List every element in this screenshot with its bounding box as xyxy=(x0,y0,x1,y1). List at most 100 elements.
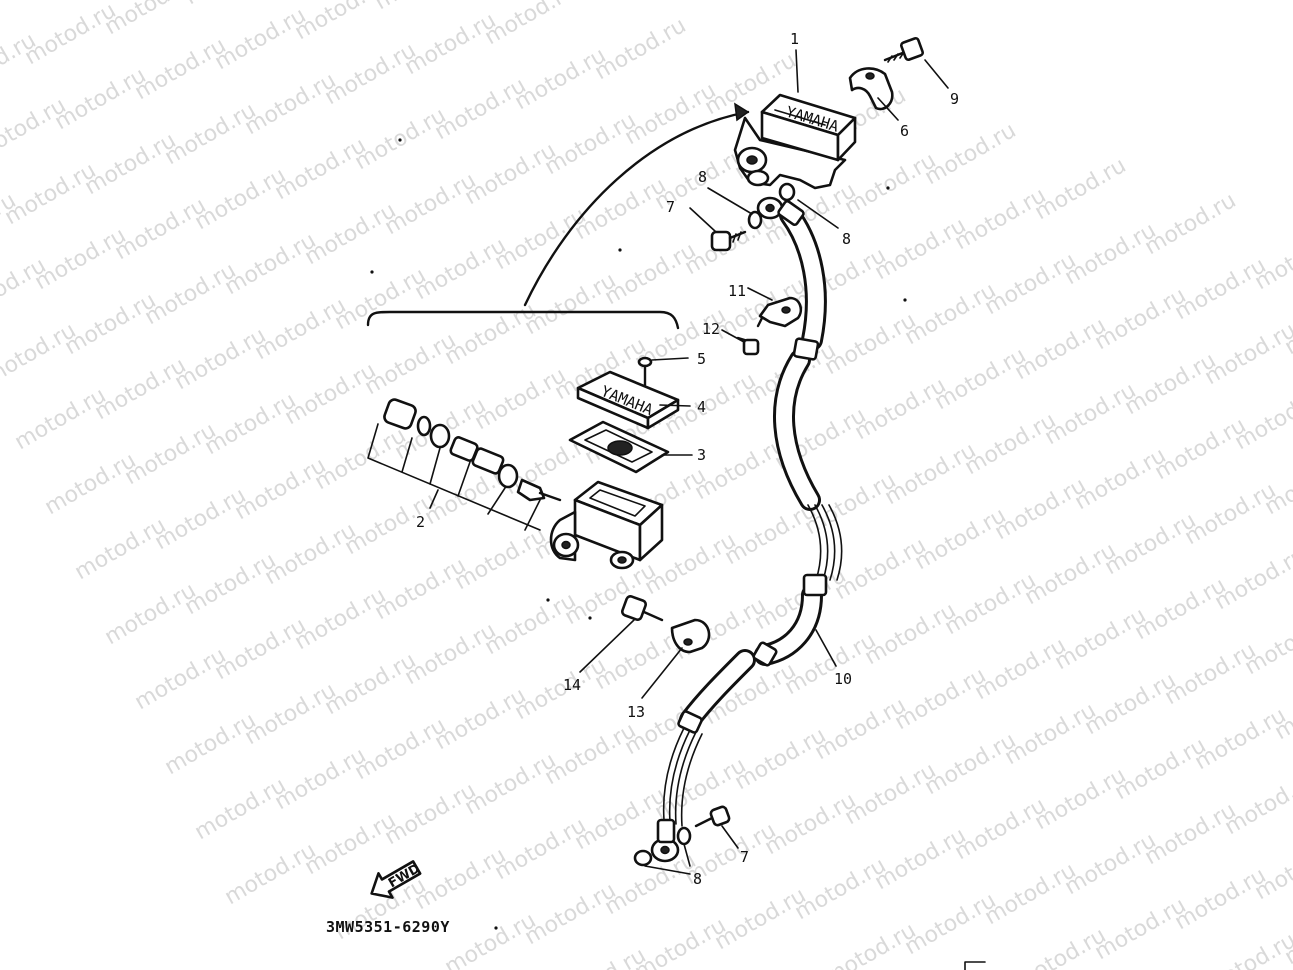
watermark-text: motod.ru xyxy=(1011,923,1111,970)
watermark-text: motod.ru xyxy=(591,13,691,85)
clamp-13 xyxy=(670,618,711,654)
watermark-text: motod.ru xyxy=(151,483,251,555)
watermark-text: motod.ru xyxy=(1111,733,1211,805)
watermark-text: motod.ru xyxy=(371,553,471,625)
callout-14: 14 xyxy=(563,676,581,694)
watermark-text: motod.ru xyxy=(1101,508,1201,580)
watermark-text: motod.ru xyxy=(0,318,80,390)
watermark-text: motod.ru xyxy=(301,198,401,270)
watermark-text: motod.ru xyxy=(0,0,90,5)
watermark-text: motod.ru xyxy=(811,693,911,765)
watermark-text: motod.ru xyxy=(961,408,1061,480)
watermark-text: motod.ru xyxy=(1131,573,1231,645)
watermark-text: motod.ru xyxy=(111,193,211,265)
callout-2: 2 xyxy=(416,513,425,531)
watermark-text: motod.ru xyxy=(21,0,121,70)
watermark-text: motod.ru xyxy=(1061,828,1161,900)
watermark-text: motod.ru xyxy=(351,713,451,785)
watermark-text: motod.ru xyxy=(1091,893,1191,965)
watermark-text: motod.ru xyxy=(11,383,111,455)
master-cylinder-assembled: YAMAHA xyxy=(733,93,857,190)
watermark-text: motod.ru xyxy=(901,278,1001,350)
callout-5: 5 xyxy=(697,350,706,368)
watermark-text: motod.ru xyxy=(951,793,1051,865)
watermark-text: motod.ru xyxy=(321,648,421,720)
watermark-text: motod.ru xyxy=(1201,318,1293,390)
watermark-text: motod.ru xyxy=(1171,253,1271,325)
watermark-text: motod.ru xyxy=(261,518,361,590)
watermark-text: motod.ru xyxy=(31,223,131,295)
watermark-text: motod.ru xyxy=(471,363,571,435)
watermark-text: motod.ru xyxy=(141,258,241,330)
hose-clamp-11 xyxy=(756,296,803,328)
watermark-text: motod.ru xyxy=(1081,668,1181,740)
watermark-text: motod.ru xyxy=(881,438,981,510)
diaphragm-3 xyxy=(568,420,670,474)
watermark-text: motod.ru xyxy=(791,853,891,925)
watermark-text: motod.ru xyxy=(231,453,331,525)
watermark-text: motod.ru xyxy=(181,0,281,10)
union-bolt-top xyxy=(710,230,747,252)
watermark-text: motod.ru xyxy=(1171,863,1271,935)
watermark-text: motod.ru xyxy=(951,183,1051,255)
watermark-text: motod.ru xyxy=(891,663,991,735)
brake-hose xyxy=(650,196,843,863)
master-cylinder-body xyxy=(549,480,664,570)
callout-12: 12 xyxy=(702,320,720,338)
watermark-text: motod.ru xyxy=(511,43,611,115)
watermark-text: motod.ru xyxy=(1141,798,1241,870)
watermark-text: motod.ru xyxy=(521,268,621,340)
watermark-text: motod.ru xyxy=(431,73,531,145)
watermark-text: motod.ru xyxy=(81,128,181,200)
watermark-text: motod.ru xyxy=(901,888,1001,960)
callout-7-bottom: 7 xyxy=(740,848,749,866)
watermark-text: motod.ru xyxy=(871,213,971,285)
watermark-text: motod.ru xyxy=(221,228,321,300)
piston-kit-2 xyxy=(367,398,562,531)
callout-9: 9 xyxy=(950,90,959,108)
watermark-text: motod.ru xyxy=(431,683,531,755)
watermark-text: motod.ru xyxy=(1211,543,1293,615)
watermark-text: motod.ru xyxy=(1121,348,1221,420)
watermark-text: motod.ru xyxy=(221,838,321,910)
leader-lines xyxy=(579,49,949,875)
watermark-text: motod.ru xyxy=(331,263,431,335)
watermark-text: motod.ru xyxy=(541,718,641,790)
watermark-text: motod.ru xyxy=(301,808,401,880)
watermark-text: motod.ru xyxy=(981,248,1081,320)
watermark-text: motod.ru xyxy=(761,788,861,860)
watermark-text: motod.ru xyxy=(171,323,271,395)
watermark-text: motod.ru xyxy=(601,238,701,310)
watermark-text: motod.ru xyxy=(271,743,371,815)
watermark-text: motod.ru xyxy=(311,423,411,495)
callout-7-top: 7 xyxy=(666,198,675,216)
watermark-text: motod.ru xyxy=(1031,763,1131,835)
watermark-text: motod.ru xyxy=(521,878,621,950)
watermark-text: motod.ru xyxy=(1071,443,1171,515)
watermark-text: motod.ru xyxy=(0,0,10,35)
watermark-text: motod.ru xyxy=(921,728,1021,800)
watermark-text: motod.ru xyxy=(1181,478,1281,550)
callout-4: 4 xyxy=(697,398,706,416)
callout-1: 1 xyxy=(790,30,799,48)
watermark-text: motod.ru xyxy=(541,108,641,180)
watermark-text: motod.ru xyxy=(991,473,1091,545)
watermark-text: motod.ru xyxy=(1201,928,1293,970)
watermark-text: motod.ru xyxy=(211,3,311,75)
watermark-text: motod.ru xyxy=(381,778,481,850)
watermark-text: motod.ru xyxy=(461,138,561,210)
watermark-text: motod.ru xyxy=(201,388,301,460)
watermark-text: motod.ru xyxy=(321,38,421,110)
screw-12 xyxy=(736,336,760,356)
watermark-text: motod.ru xyxy=(851,373,951,445)
watermark-text: motod.ru xyxy=(1001,698,1101,770)
callout-8-bottom: 8 xyxy=(693,870,702,888)
union-bolt-bottom xyxy=(694,805,731,828)
watermark-text: motod.ru xyxy=(1051,603,1151,675)
watermark-text: motod.ru xyxy=(411,843,511,915)
watermark-text: motod.ru xyxy=(401,618,501,690)
watermark-text: motod.ru xyxy=(711,883,811,955)
watermark-text: motod.ru xyxy=(241,68,341,140)
